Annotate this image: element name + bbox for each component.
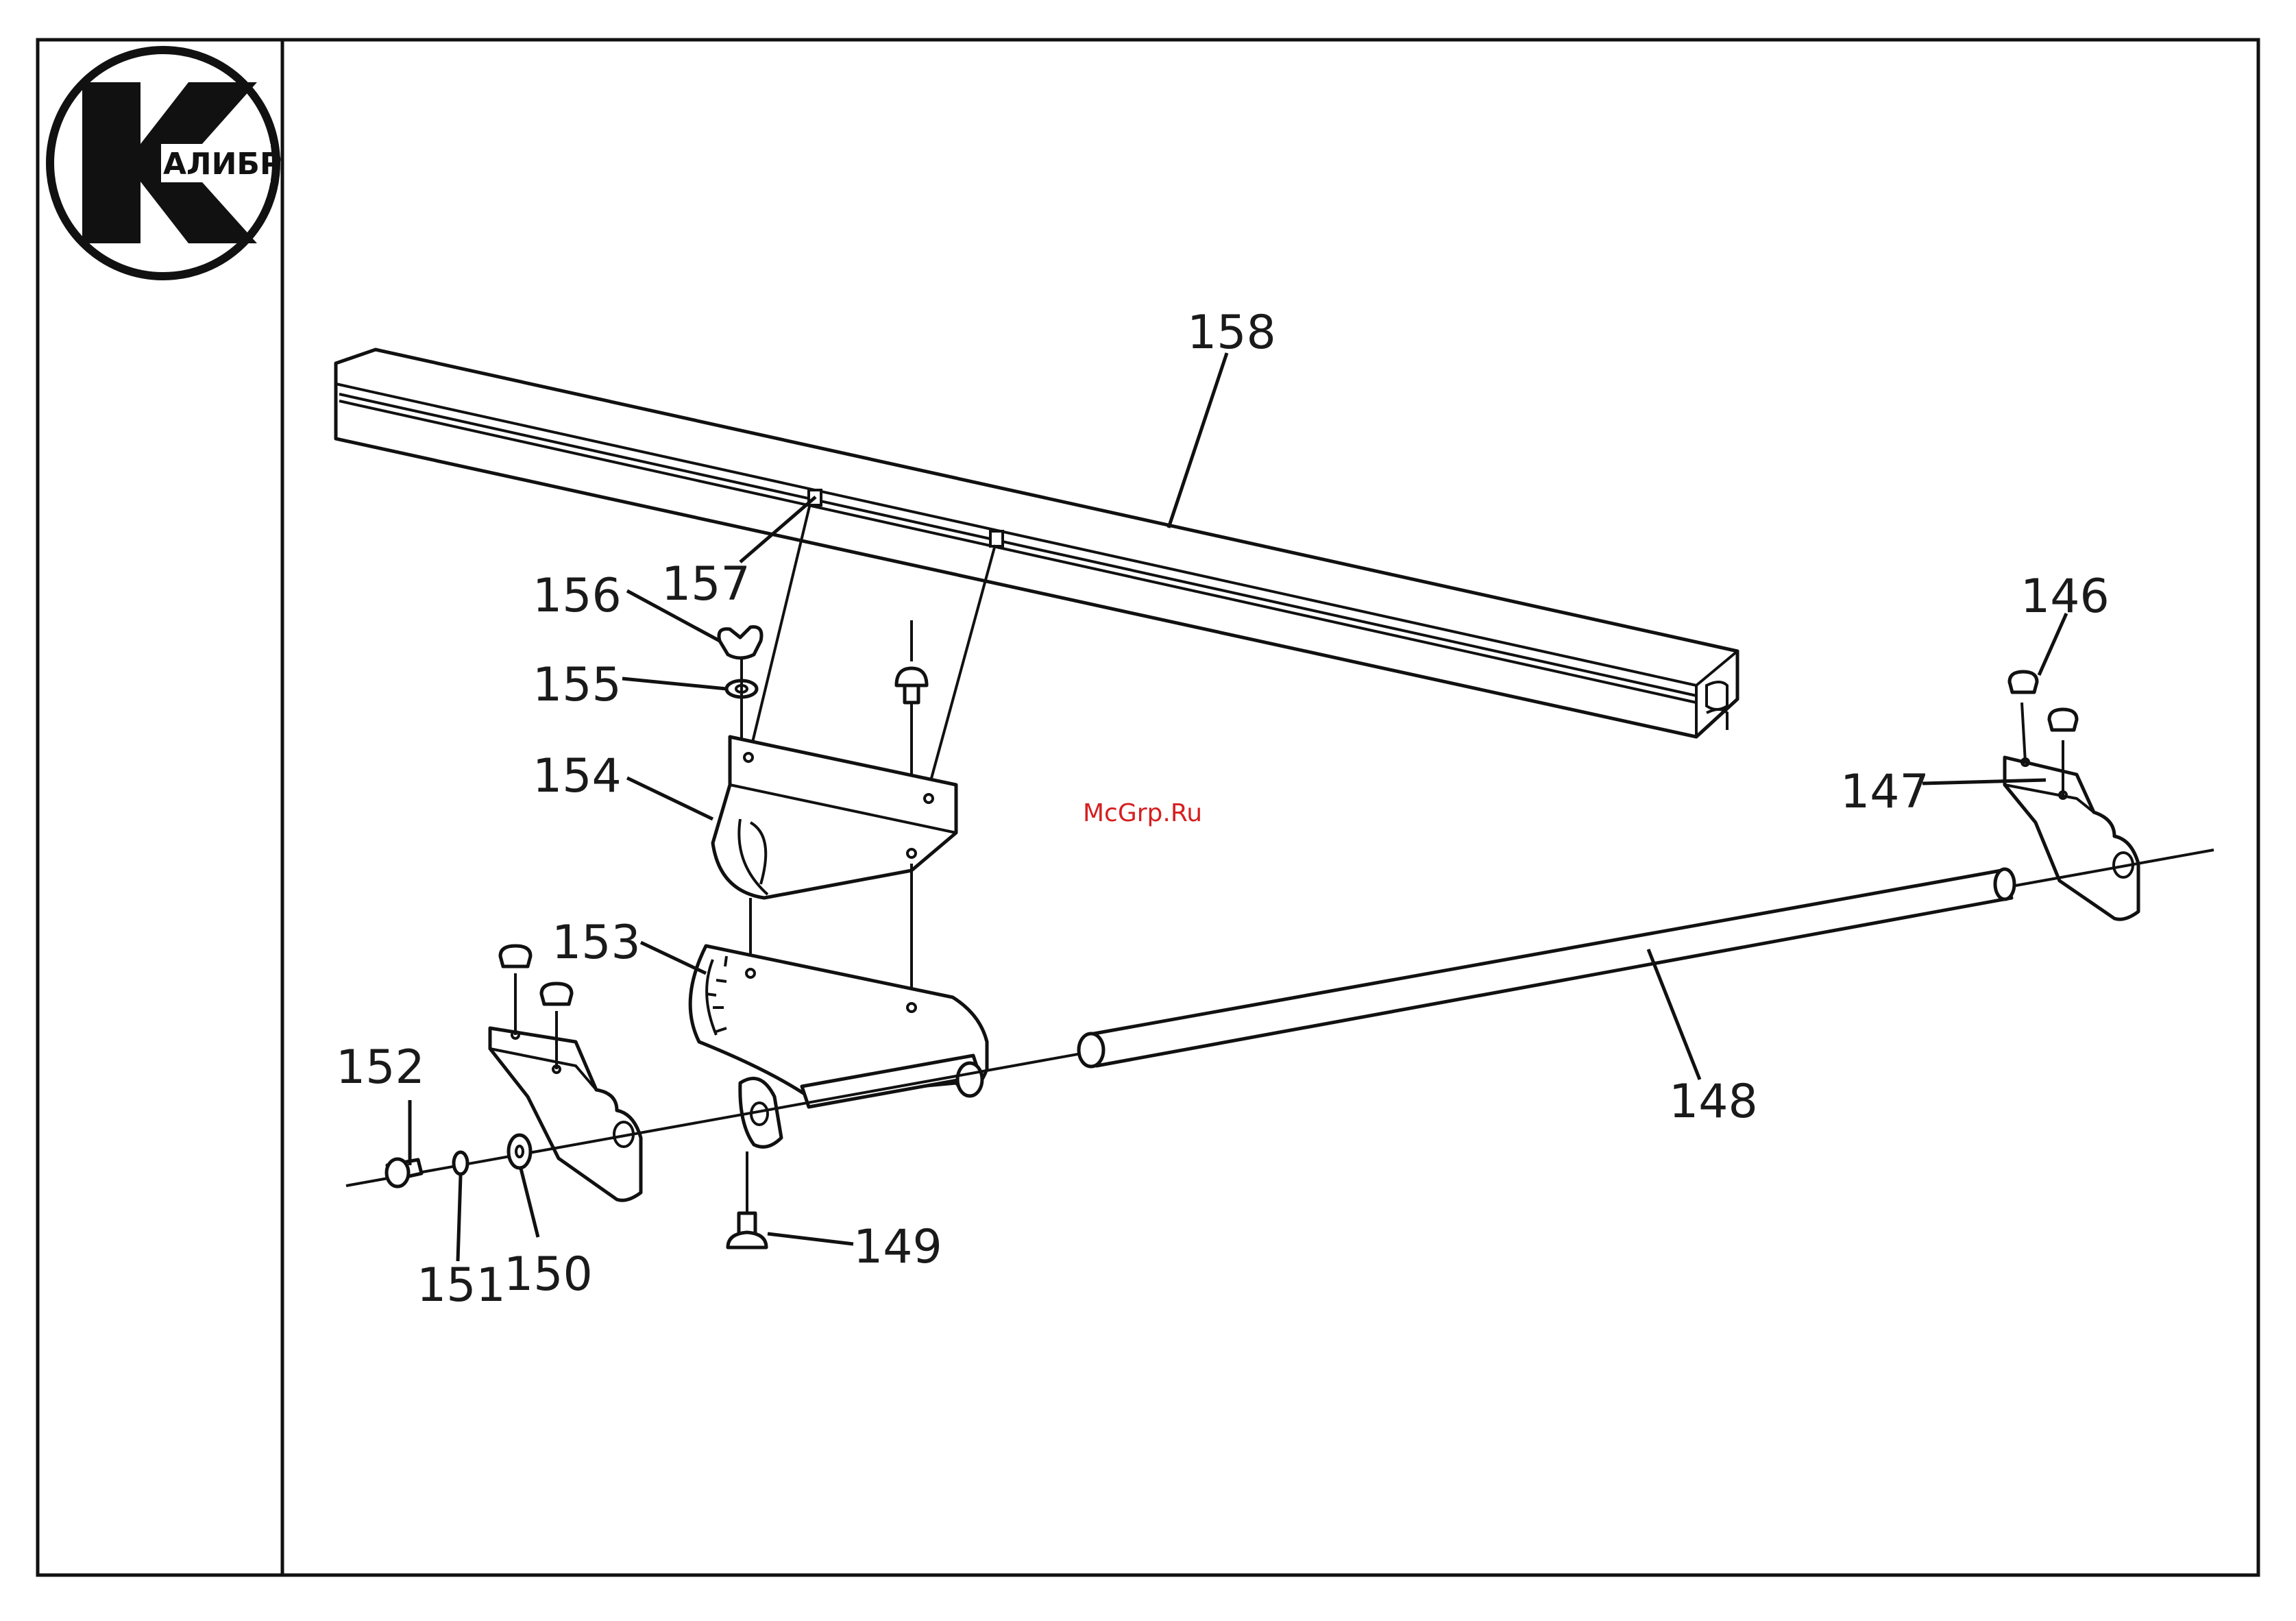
part-152-bolt <box>387 1159 422 1186</box>
part-154-fence-bracket <box>713 737 956 898</box>
part-149-pivot-screw <box>728 1078 781 1247</box>
logo-text: АЛИБР <box>163 147 282 182</box>
callout-152: 152 <box>336 1040 425 1095</box>
watermark: McGrp.Ru <box>1083 799 1202 827</box>
callout-157: 157 <box>661 557 750 611</box>
part-151-spring-washer <box>454 1152 467 1174</box>
callout-147: 147 <box>1840 765 1929 819</box>
callout-146: 146 <box>2020 570 2110 624</box>
part-156-wing-nut <box>719 627 761 658</box>
callout-148: 148 <box>1669 1075 1758 1129</box>
callout-158: 158 <box>1187 306 1276 360</box>
part-150-washer <box>509 1135 530 1168</box>
part-148-tube <box>1079 869 2014 1067</box>
part-153-angle-plate <box>690 946 987 1107</box>
callout-151: 151 <box>417 1258 506 1313</box>
callout-149: 149 <box>853 1220 942 1274</box>
part-147-right-bracket <box>2005 672 2138 919</box>
callout-154: 154 <box>533 749 622 803</box>
callout-150: 150 <box>504 1247 593 1302</box>
callout-156: 156 <box>533 569 622 623</box>
brand-logo: АЛИБР <box>50 50 282 276</box>
callout-155: 155 <box>533 658 622 712</box>
callout-153: 153 <box>552 916 641 970</box>
